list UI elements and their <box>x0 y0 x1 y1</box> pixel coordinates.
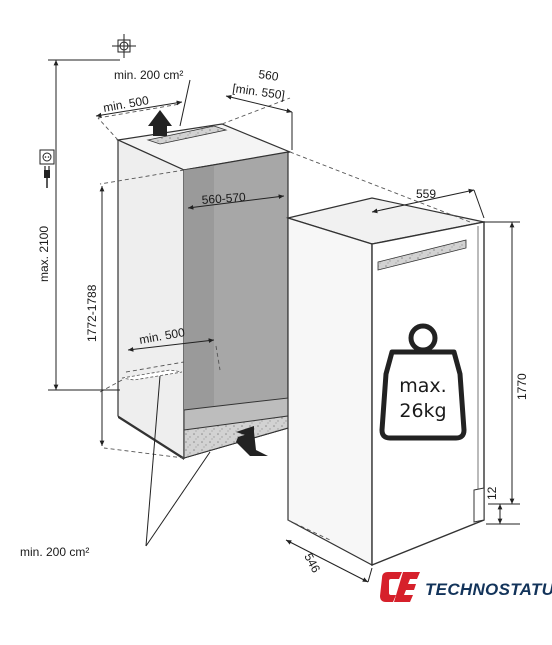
max-height-label: max. 2100 <box>37 226 51 282</box>
brand-logo: TECHNOSTATUS <box>380 572 552 602</box>
brand-name: TECHNOSTATUS <box>425 580 552 599</box>
weight-icon: max. 26kg <box>379 323 467 441</box>
vent-bottom-area-label: min. 200 cm² <box>20 545 89 559</box>
power-socket-icon <box>39 149 55 165</box>
plug-icon <box>44 166 50 188</box>
airflow-arrows <box>148 110 270 456</box>
niche-depth-top-label: min. 500 <box>102 93 150 115</box>
brand-mark-icon <box>380 572 420 602</box>
weight-limit-line2: 26kg <box>399 400 446 422</box>
weight-limit-line1: max. <box>399 375 446 397</box>
appliance-height-label: 1770 <box>515 373 529 400</box>
crosshair-icon <box>112 34 136 58</box>
niche-cabinet <box>115 123 293 460</box>
appliance-depth-label: 546 <box>301 551 323 576</box>
niche-width-label: 560 <box>258 67 280 84</box>
refrigerator <box>285 197 485 567</box>
appliance-width-label: 559 <box>416 187 436 201</box>
dimension-lines <box>48 59 520 583</box>
dimension-labels: min. 200 cm² min. 500 560 [min. 550] 560… <box>20 67 529 575</box>
niche-height-label: 1772-1788 <box>85 284 99 342</box>
vent-top-area-label: min. 200 cm² <box>114 68 183 82</box>
plinth-gap-label: 12 <box>485 486 499 500</box>
inner-width-label: 560-570 <box>201 190 246 207</box>
